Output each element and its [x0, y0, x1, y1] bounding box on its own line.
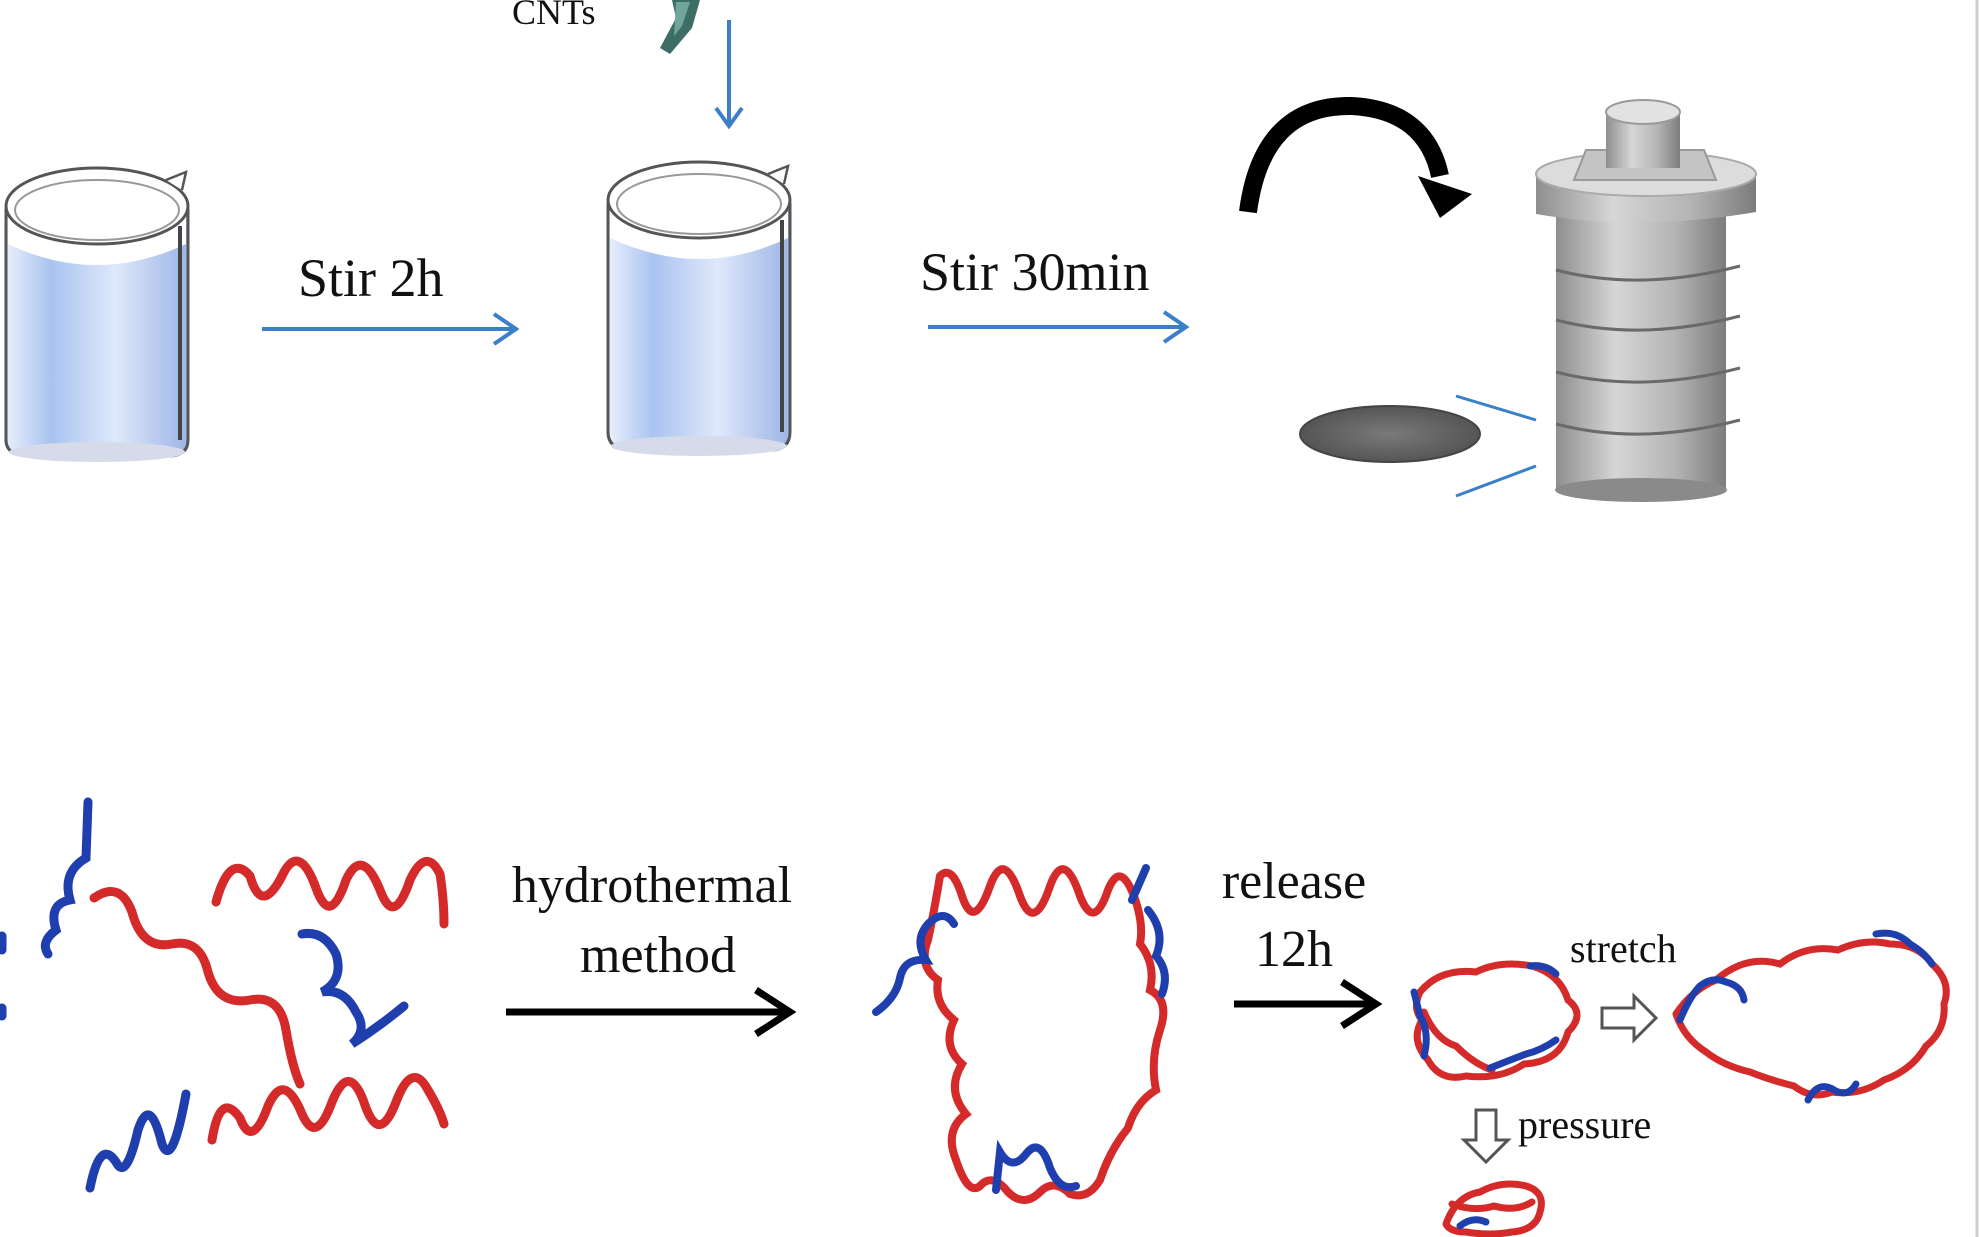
- pressure-label: pressure: [1518, 1102, 1651, 1147]
- stretched-network: [1672, 929, 1950, 1104]
- sample-disk-icon: [1299, 405, 1481, 463]
- chain-red-2: [211, 856, 449, 929]
- stir-2h-label: Stir 2h: [298, 248, 444, 308]
- stretch-arrow-icon: [1600, 992, 1659, 1044]
- chain-red-1: [89, 887, 305, 1089]
- stretch-label: stretch: [1570, 926, 1677, 971]
- stir-2h-arrow: [262, 312, 520, 346]
- chain-blue-2: [297, 928, 409, 1048]
- release-time-label: 12h: [1255, 921, 1333, 978]
- pressure-arrow-icon: [1460, 1108, 1512, 1165]
- beaker-2-icon: [606, 160, 792, 456]
- chain-blue-1: [40, 797, 93, 959]
- release-label: release: [1222, 853, 1366, 910]
- autoclave-icon: [1535, 99, 1757, 502]
- stir-30min-arrow: [928, 310, 1190, 344]
- crosslinked-network: [872, 864, 1169, 1204]
- compressed-network: [1442, 1180, 1545, 1237]
- chain-blue-3: [85, 1089, 191, 1193]
- hydrothermal-arrow: [506, 987, 797, 1037]
- method-label: method: [580, 927, 736, 984]
- cnts-label: CNTs: [512, 0, 596, 32]
- stir-30min-label: Stir 30min: [920, 242, 1150, 302]
- hydrothermal-label: hydrothermal: [512, 857, 792, 914]
- release-arrow: [1234, 979, 1383, 1029]
- relaxed-network: [1410, 960, 1581, 1081]
- insert-guide-lines: [1455, 394, 1537, 498]
- curved-transfer-arrow: [1239, 96, 1472, 218]
- cnts-tube-icon: [660, 0, 700, 54]
- cnts-down-arrow: [714, 20, 744, 130]
- beaker-1-icon: [4, 166, 190, 462]
- chain-red-3: [207, 1073, 449, 1145]
- free-polymer-chains: [0, 797, 449, 1193]
